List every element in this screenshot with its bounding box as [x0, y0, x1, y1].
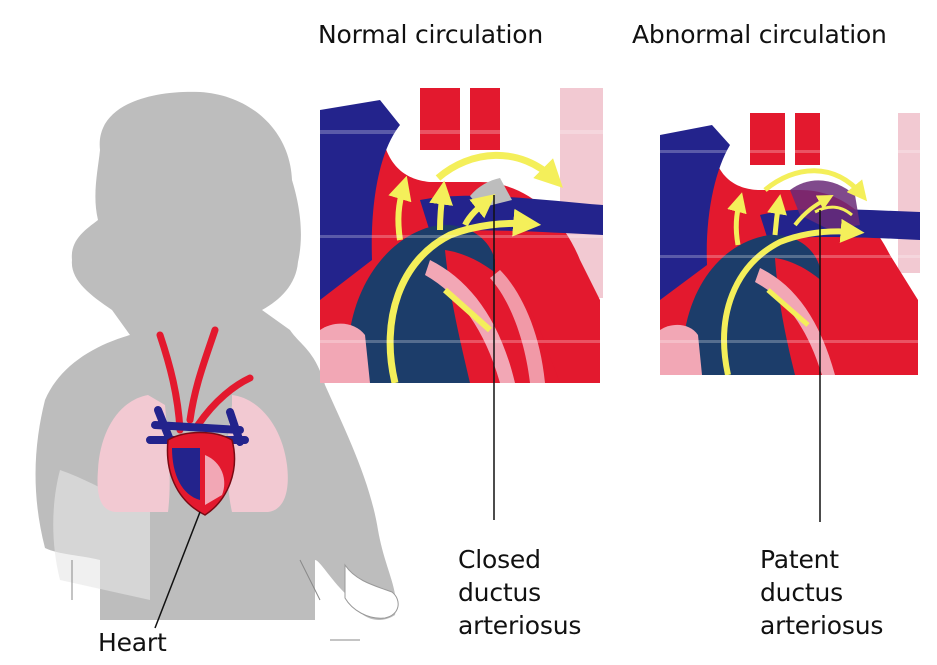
- patent-ductus-label-line-1: Patent: [760, 543, 883, 576]
- closed-ductus-label-line-3: arteriosus: [458, 609, 581, 642]
- patent-ductus-label-line-3: arteriosus: [760, 609, 883, 642]
- normal-circulation-panel: [320, 88, 603, 383]
- heart-label: Heart: [98, 626, 167, 659]
- abnormal-circulation-title: Abnormal circulation: [632, 20, 887, 49]
- normal-circulation-title: Normal circulation: [318, 20, 543, 49]
- abnormal-circulation-panel: [660, 113, 920, 375]
- closed-ductus-label-line-1: Closed: [458, 543, 581, 576]
- patent-ductus-label-line-2: ductus: [760, 576, 883, 609]
- patent-ductus-label: Patent ductus arteriosus: [760, 543, 883, 642]
- closed-ductus-label-line-2: ductus: [458, 576, 581, 609]
- closed-ductus-label: Closed ductus arteriosus: [458, 543, 581, 642]
